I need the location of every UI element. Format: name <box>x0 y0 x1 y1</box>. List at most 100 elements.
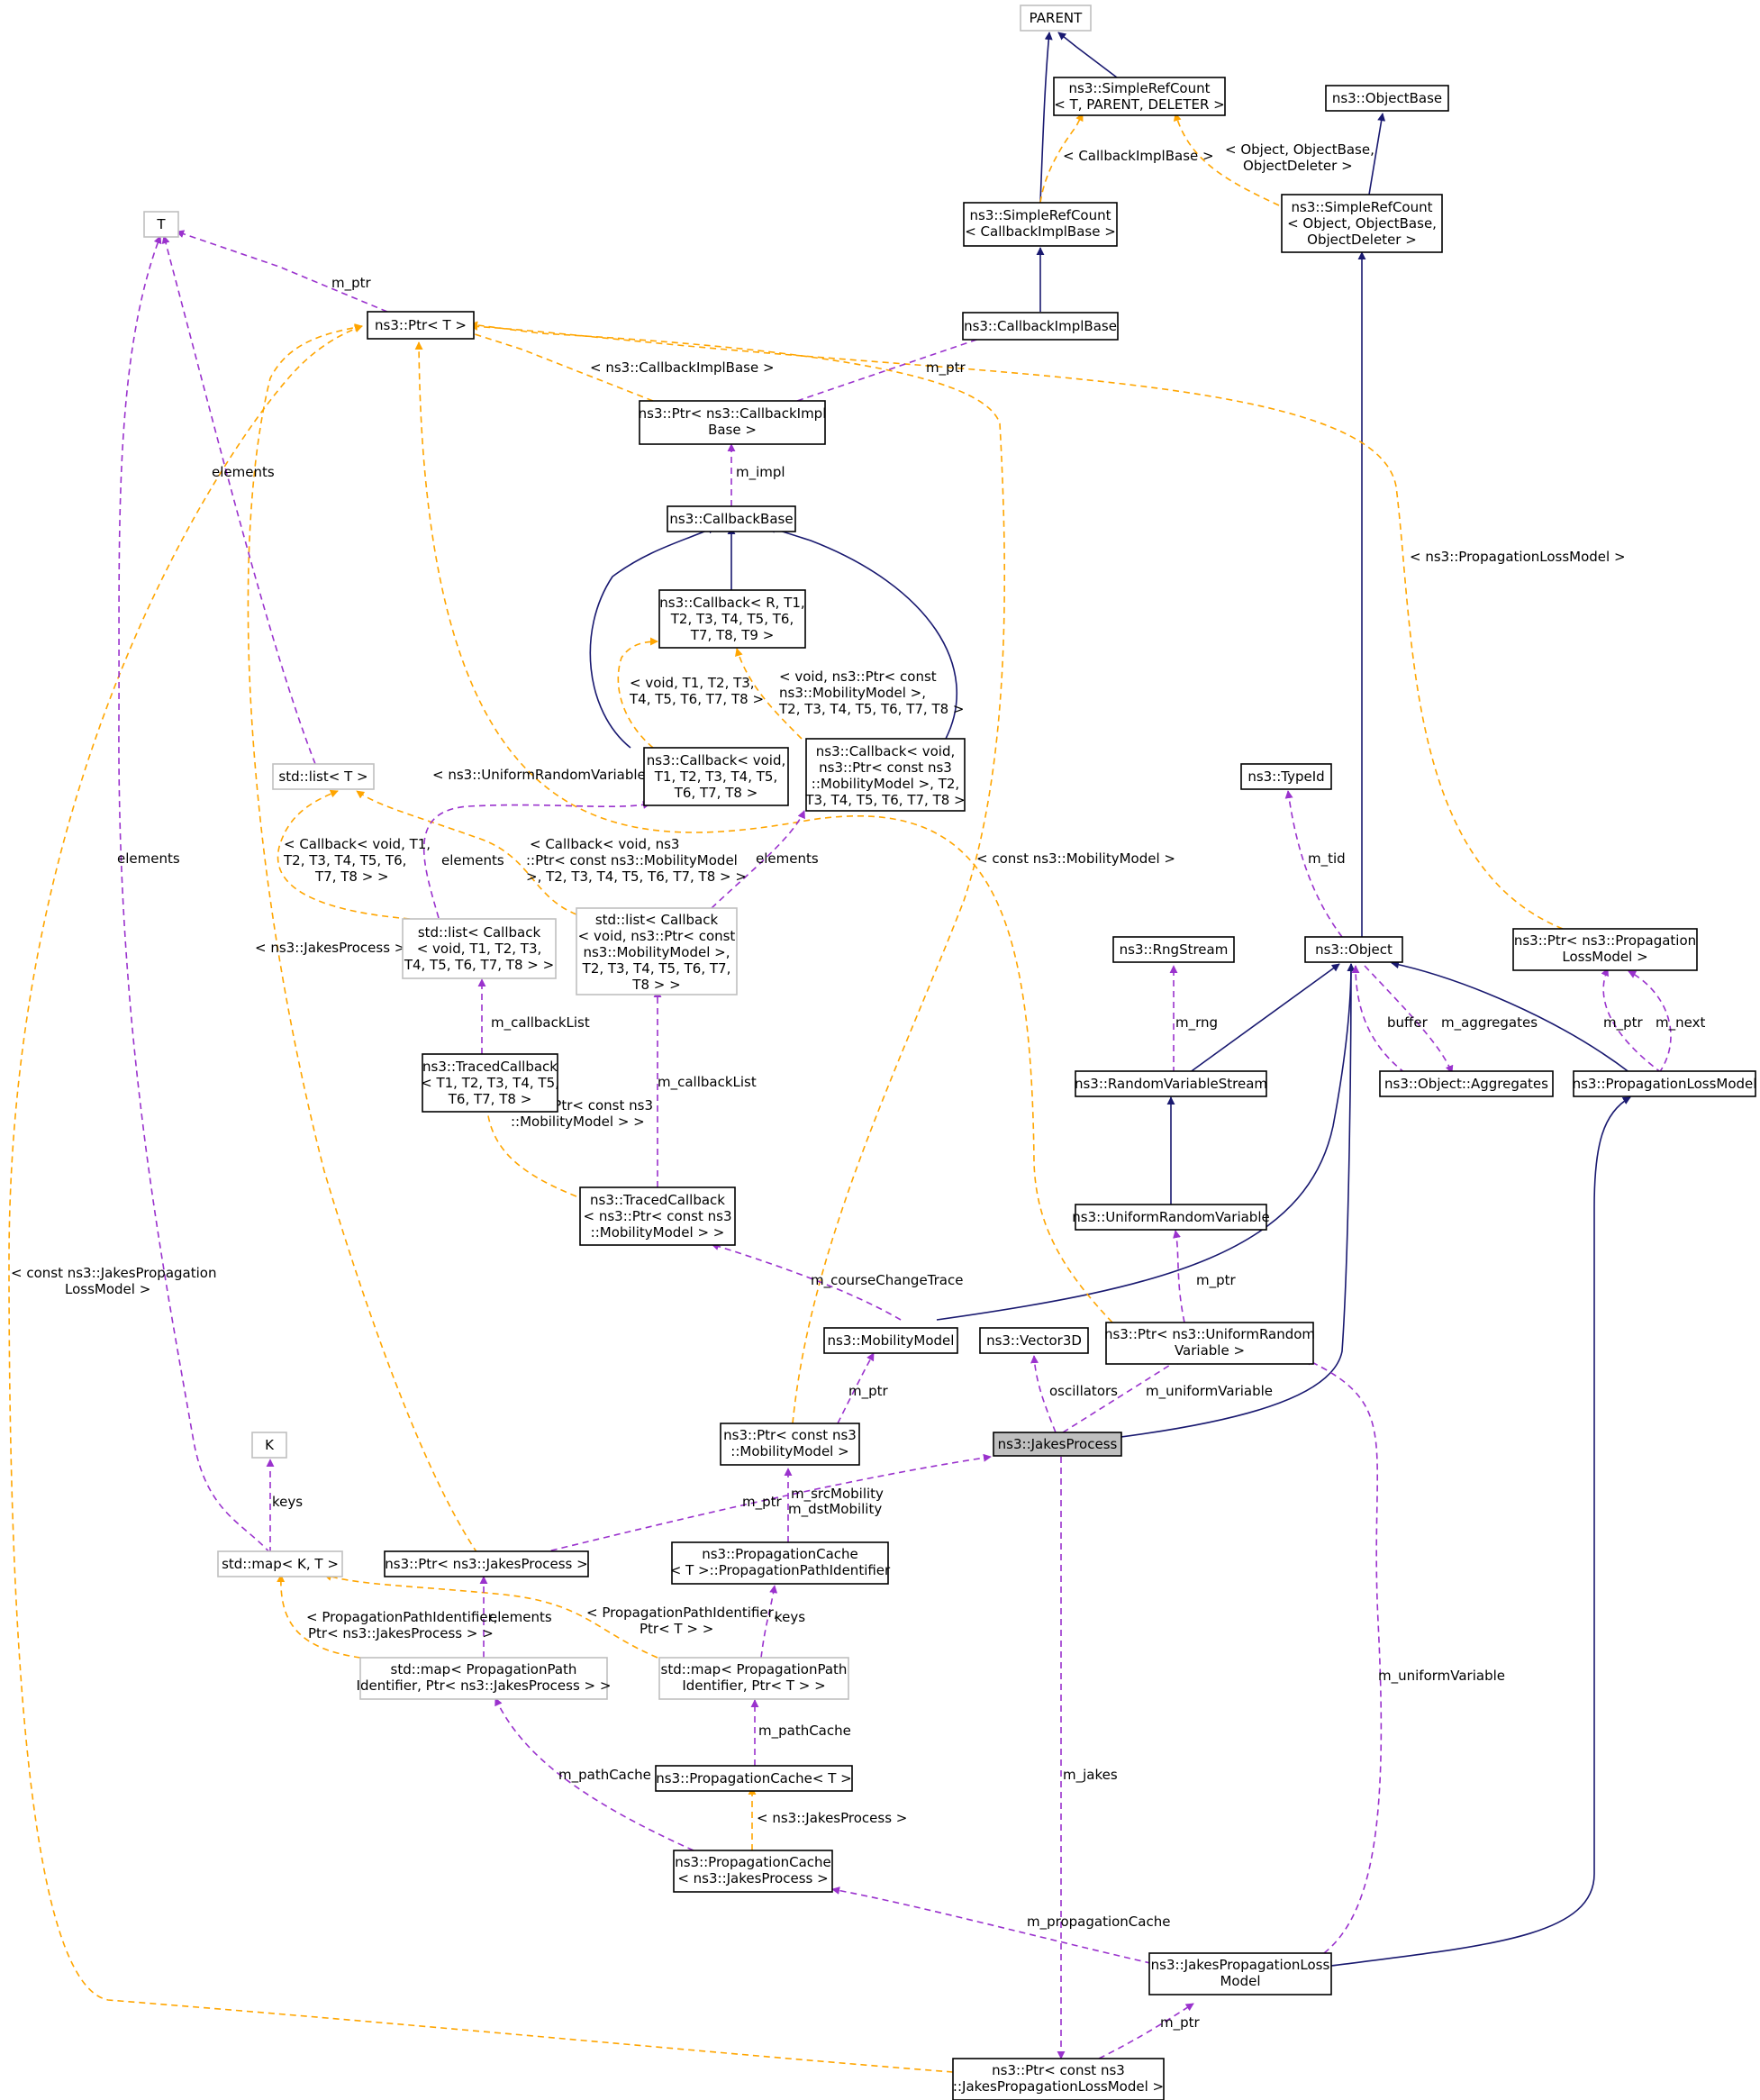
edge-jplm-to-plm <box>1330 1096 1631 1967</box>
node-parent: PARENT <box>1020 5 1092 32</box>
svg-text:PARENT: PARENT <box>1030 10 1083 26</box>
edge-jplm-m-propagation-cache <box>831 1886 1163 1967</box>
edge-ptr-cib-template <box>466 330 654 402</box>
edge-label: < ns3::JakesProcess > <box>255 940 405 956</box>
svg-text:std::list< Callback< void, ns3: std::list< Callback< void, ns3::Ptr< con… <box>578 912 736 993</box>
edge-label: m_tid <box>1308 850 1346 868</box>
node-vector3d: ns3::Vector3D <box>979 1327 1089 1354</box>
edge-ptr-const-mobility-m-ptr <box>837 1352 875 1424</box>
svg-text:ns3::Ptr< T >: ns3::Ptr< T > <box>375 317 467 333</box>
svg-text:ns3::PropagationLossModel: ns3::PropagationLossModel <box>1573 1076 1757 1092</box>
node-rng-stream: ns3::RngStream <box>1112 936 1235 963</box>
node-propagation-cache-jakes: ns3::PropagationCache< ns3::JakesProcess… <box>673 1850 833 1893</box>
edge-cache-jakes-m-path-cache <box>494 1697 694 1851</box>
edge-label: < const ns3::MobilityModel > <box>976 850 1175 867</box>
edge-ptr-urv-template <box>414 341 1113 1323</box>
svg-text:K: K <box>265 1437 275 1453</box>
node-object-base: ns3::ObjectBase <box>1325 85 1449 112</box>
svg-text:ns3::Object: ns3::Object <box>1315 941 1393 958</box>
svg-text:ns3::RandomVariableStream: ns3::RandomVariableStream <box>1075 1076 1267 1092</box>
edge-map-path-template <box>323 1573 658 1659</box>
edge-label: elements <box>441 852 504 868</box>
edge-label: < void, T1, T2, T3,T4, T5, T6, T7, T8 > <box>629 675 764 707</box>
svg-text:ns3::Callback< void,T1, T2, T3: ns3::Callback< void,T1, T2, T3, T4, T5,T… <box>647 752 785 801</box>
edge-label: m_uniformVariable <box>1146 1383 1273 1400</box>
edge-rvs-to-object <box>1188 963 1340 1074</box>
edge-label: keys <box>272 1494 303 1510</box>
edge-map-jakes-template <box>277 1574 361 1659</box>
node-simple-refcount-generic: ns3::SimpleRefCount< T, PARENT, DELETER … <box>1053 77 1226 116</box>
edge-jakes-process-to-object <box>1084 963 1356 1442</box>
edge-ptr-jakes-m-ptr <box>540 1453 992 1554</box>
svg-text:std::list< Callback< void, T1,: std::list< Callback< void, T1, T2, T3,T4… <box>404 924 554 973</box>
edge-label: m_courseChangeTrace <box>811 1272 963 1289</box>
node-callback-void-mobility: ns3::Callback< void,ns3::Ptr< const ns3:… <box>804 738 966 812</box>
node-type-id: ns3::TypeId <box>1240 763 1332 790</box>
node-std-map-kt: std::map< K, T > <box>217 1550 343 1577</box>
node-ptr-jakes-process: ns3::Ptr< ns3::JakesProcess > <box>384 1550 589 1577</box>
edge-object-refcount-template <box>1173 113 1280 206</box>
node-jakes-process: ns3::JakesProcess <box>993 1432 1122 1457</box>
node-propagation-loss-model: ns3::PropagationLossModel <box>1573 1070 1757 1097</box>
node-object-aggregates: ns3::Object::Aggregates <box>1379 1070 1554 1097</box>
edge-label: m_ptr <box>1196 1272 1237 1289</box>
edge-jakes-m-uniform-variable <box>1062 1357 1183 1433</box>
edge-label: m_ptr <box>331 275 372 292</box>
edge-aggregates-buffer <box>1351 965 1406 1074</box>
svg-text:ns3::SimpleRefCount< Object, O: ns3::SimpleRefCount< Object, ObjectBase,… <box>1287 199 1437 248</box>
edge-object-aggregates <box>1364 965 1454 1074</box>
node-uniform-random-variable: ns3::UniformRandomVariable <box>1072 1204 1270 1231</box>
svg-text:std::list< T >: std::list< T > <box>278 768 367 785</box>
edge-jplm-m-uniform-variable <box>1303 1358 1383 1954</box>
svg-text:T: T <box>156 216 166 232</box>
edge-list-t-elements <box>161 235 316 765</box>
edge-label: m_ptr <box>1603 1014 1644 1032</box>
edge-label: buffer <box>1387 1014 1429 1031</box>
edge-cib-refcount-to-parent <box>1039 32 1053 204</box>
edge-label: m_ptr <box>926 359 966 377</box>
node-propagation-cache-identifier: ns3::PropagationCache< T >::PropagationP… <box>670 1541 891 1585</box>
node-propagation-cache-t: ns3::PropagationCache< T > <box>655 1765 853 1792</box>
edge-label: m_callbackList <box>658 1074 757 1091</box>
edge-label: m_rng <box>1175 1014 1218 1032</box>
node-random-variable-stream: ns3::RandomVariableStream <box>1075 1070 1267 1097</box>
edge-label: m_ptr <box>742 1494 783 1511</box>
svg-text:ns3::JakesPropagationLossModel: ns3::JakesPropagationLossModel <box>1151 1957 1330 1989</box>
edge-object-refcount-to-objectbase <box>1368 113 1386 195</box>
edge-list-cbm-elements <box>711 810 805 909</box>
node-t-param: T <box>143 211 179 238</box>
edge-ptr-urv-m-ptr <box>1173 1230 1185 1323</box>
edge-label: elements <box>117 850 180 867</box>
edge-object-m-tid <box>1284 790 1343 938</box>
edge-label: m_callbackList <box>491 1014 590 1032</box>
svg-text:ns3::JakesProcess: ns3::JakesProcess <box>998 1436 1118 1452</box>
node-simple-refcount-cib: ns3::SimpleRefCount< CallbackImplBase > <box>963 202 1118 247</box>
node-callback-base: ns3::CallbackBase <box>667 505 796 532</box>
svg-text:ns3::TypeId: ns3::TypeId <box>1247 768 1324 785</box>
edge-label: < Callback< void, T1,T2, T3, T4, T5, T6,… <box>283 836 431 885</box>
edge-label: < ns3::UniformRandomVariable > <box>432 767 661 783</box>
svg-text:ns3::SimpleRefCount< T, PARENT: ns3::SimpleRefCount< T, PARENT, DELETER … <box>1054 80 1224 113</box>
svg-text:ns3::Callback< R, T1,T2, T3, T: ns3::Callback< R, T1,T2, T3, T4, T5, T6,… <box>659 595 804 643</box>
edge-callback-void-to-base <box>589 526 716 749</box>
svg-text:ns3::Ptr< ns3::PropagationLoss: ns3::Ptr< ns3::PropagationLossModel > <box>1514 932 1696 965</box>
node-traced-callback-generic: ns3::TracedCallback< T1, T2, T3, T4, T5,… <box>421 1053 559 1113</box>
svg-text:ns3::CallbackBase: ns3::CallbackBase <box>669 511 793 527</box>
edge-map-path-keys <box>760 1585 778 1659</box>
svg-text:ns3::RngStream: ns3::RngStream <box>1120 941 1229 958</box>
edge-label: < PropagationPathIdentifier,Ptr< ns3::Ja… <box>306 1609 498 1641</box>
svg-text:ns3::PropagationCache< ns3::Ja: ns3::PropagationCache< ns3::JakesProcess… <box>675 1854 831 1886</box>
edge-cib-refcount-template <box>1039 113 1084 204</box>
edge-label: m_propagationCache <box>1027 1914 1170 1931</box>
svg-text:ns3::Ptr< ns3::UniformRandomVa: ns3::Ptr< ns3::UniformRandomVariable > <box>1104 1326 1315 1359</box>
svg-text:ns3::Object::Aggregates: ns3::Object::Aggregates <box>1384 1076 1548 1092</box>
edge-callback-mobility-to-base <box>767 525 958 740</box>
edge-label: m_uniformVariable <box>1378 1668 1505 1685</box>
edge-label: elements <box>489 1609 552 1625</box>
node-ptr-const-jakes-loss-model: ns3::Ptr< const ns3::JakesPropagationLos… <box>952 2058 1165 2100</box>
